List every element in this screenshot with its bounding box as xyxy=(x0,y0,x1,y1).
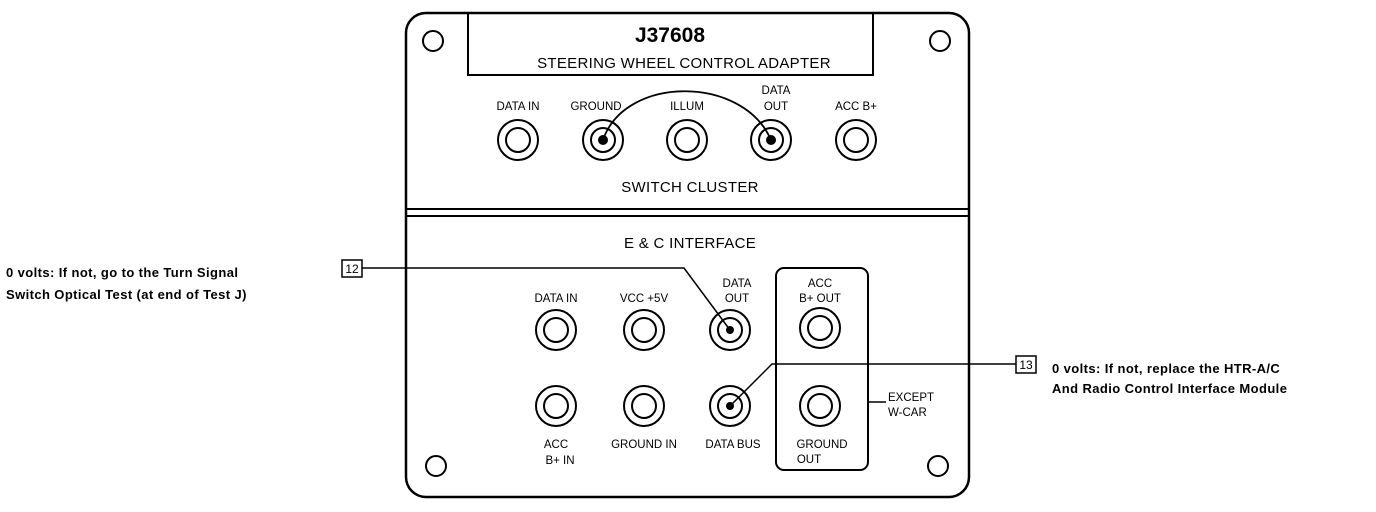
switch-cluster-title: SWITCH CLUSTER xyxy=(621,179,759,196)
jack-label-data-out-line2: OUT xyxy=(764,101,788,113)
jumper-wire xyxy=(602,90,772,141)
callout-12-leader xyxy=(362,267,731,331)
jack-label-data-in: DATA IN xyxy=(496,101,539,113)
except-w-car-box xyxy=(775,267,869,471)
iface-label-acc-b-out-line2: B+ OUT xyxy=(799,293,841,305)
callout-13-line2: And Radio Control Interface Module xyxy=(1052,381,1287,396)
iface-jack-ground-in[interactable] xyxy=(623,385,665,427)
jack-acc-b-plus[interactable] xyxy=(835,119,877,161)
jack-ground[interactable] xyxy=(582,119,624,161)
iface-label-ground-out-line1: GROUND xyxy=(796,439,847,451)
panel-name: STEERING WHEEL CONTROL ADAPTER xyxy=(537,55,831,72)
iface-label-acc-b-in-line1: ACC xyxy=(544,439,568,451)
iface-label-data-out-line1: DATA xyxy=(723,278,752,290)
iface-jack-acc-b-in[interactable] xyxy=(535,385,577,427)
jack-data-in[interactable] xyxy=(497,119,539,161)
iface-label-data-in: DATA IN xyxy=(534,293,577,305)
jack-data-out[interactable] xyxy=(750,119,792,161)
part-number: J37608 xyxy=(635,24,705,47)
interface-title: E & C INTERFACE xyxy=(624,235,756,252)
iface-jack-acc-b-out[interactable] xyxy=(799,307,841,349)
mounting-hole-bottom-right xyxy=(927,455,949,477)
jack-label-acc-b-plus: ACC B+ xyxy=(835,101,877,113)
adapter-panel xyxy=(404,11,971,499)
callout-12-number: 12 xyxy=(345,262,359,276)
iface-jack-vcc[interactable] xyxy=(623,309,665,351)
jack-label-ground: GROUND xyxy=(570,101,621,113)
iface-jack-ground-out[interactable] xyxy=(799,385,841,427)
mounting-hole-top-right xyxy=(929,30,951,52)
callout-13-line1: 0 volts: If not, replace the HTR-A/C xyxy=(1052,361,1280,376)
iface-jack-data-in[interactable] xyxy=(535,309,577,351)
mounting-hole-bottom-left xyxy=(425,455,447,477)
callout-13-leader xyxy=(729,363,1016,407)
callout-12-line1: 0 volts: If not, go to the Turn Signal xyxy=(6,265,238,280)
callout-12-line2: Switch Optical Test (at end of Test J) xyxy=(6,287,247,302)
mounting-hole-top-left xyxy=(422,30,444,52)
except-note-line1: EXCEPT xyxy=(888,392,934,404)
iface-label-acc-b-in-line2: B+ IN xyxy=(545,455,574,467)
iface-label-ground-out-line2: OUT xyxy=(797,454,821,466)
jack-label-illum: ILLUM xyxy=(670,101,704,113)
iface-label-vcc: VCC +5V xyxy=(620,293,669,305)
jack-label-data-out-line1: DATA xyxy=(762,85,791,97)
title-plate xyxy=(467,12,874,76)
iface-label-ground-in: GROUND IN xyxy=(611,439,677,451)
except-note-line2: W-CAR xyxy=(888,407,927,419)
callout-13-number: 13 xyxy=(1019,358,1033,372)
jack-illum[interactable] xyxy=(666,119,708,161)
iface-label-data-bus: DATA BUS xyxy=(705,439,760,451)
iface-jack-data-bus[interactable] xyxy=(709,385,751,427)
iface-label-data-out-line2: OUT xyxy=(725,293,749,305)
iface-label-acc-b-out-line1: ACC xyxy=(808,278,832,290)
